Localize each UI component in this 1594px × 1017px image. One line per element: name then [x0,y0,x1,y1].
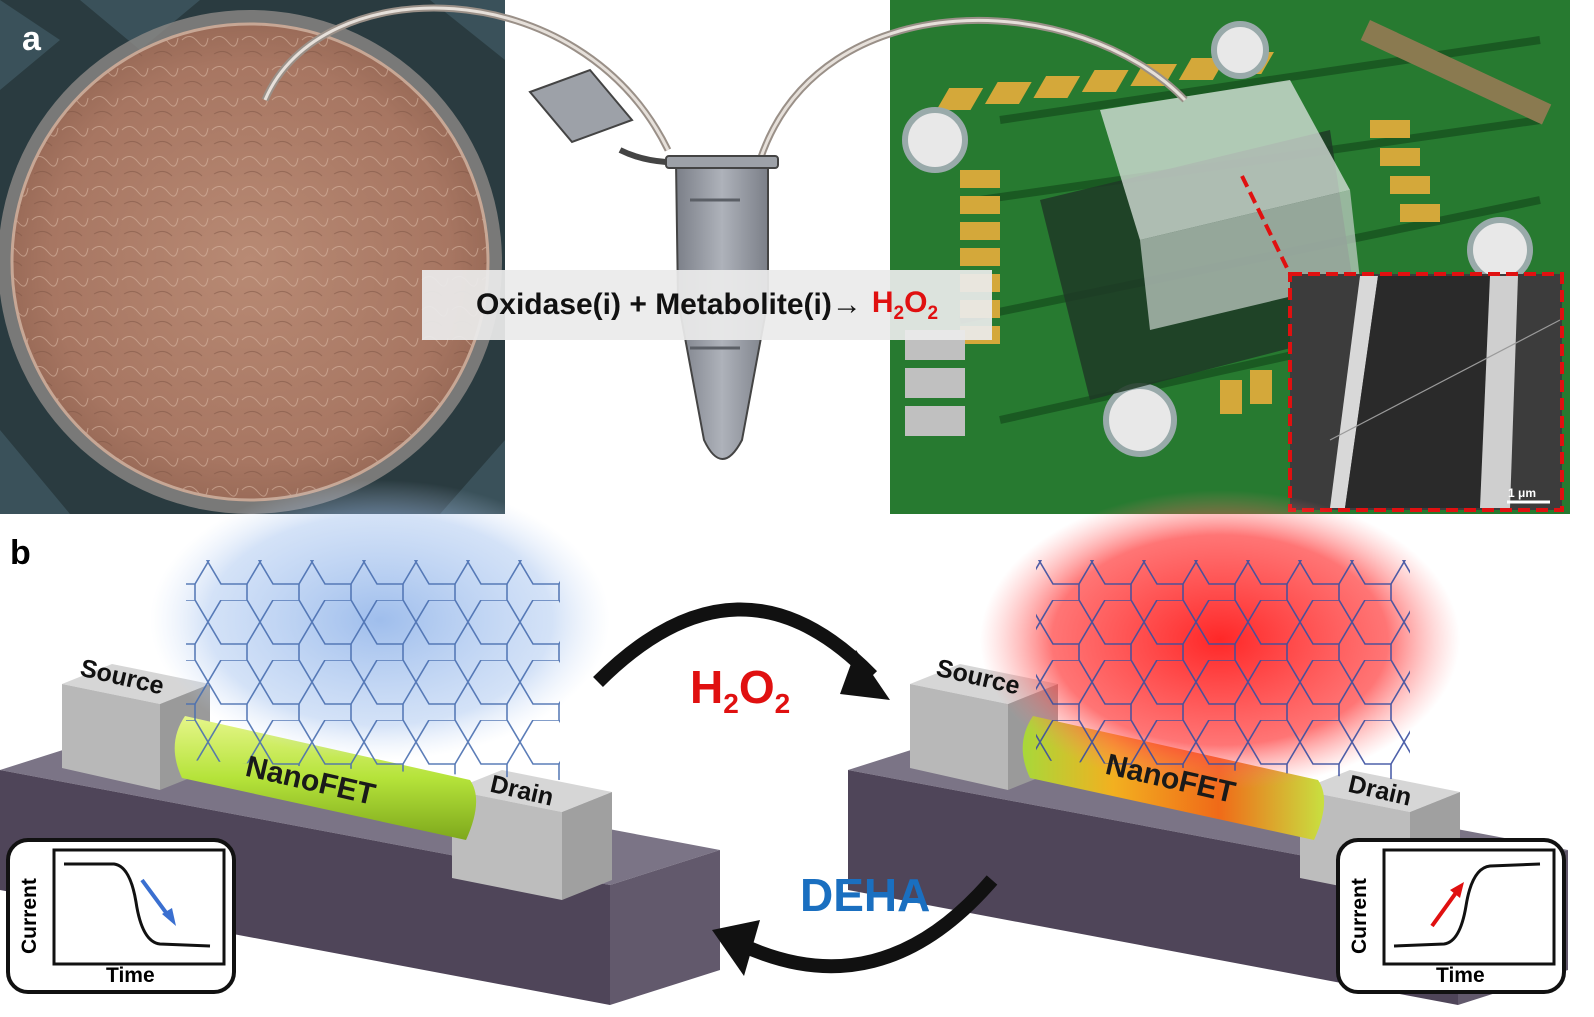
forward-arrow-icon [593,602,890,700]
reaction-equation: Oxidase(i) + Metabolite(i) → H2O2 [422,270,992,340]
down-arrow-icon [140,878,172,920]
inset-left-x-label: Time [106,964,155,987]
decreasing-curve [64,862,211,948]
oxidant-sub2: 2 [774,688,791,720]
device-left [0,480,720,1005]
oxidant-h: H [690,661,724,713]
sem-inset [1288,272,1564,512]
oxidant-label: H2O2 [690,660,790,720]
reaction-arrow-icon: → [831,288,862,321]
inset-right-x-label: Time [1436,964,1485,987]
chip-photo [890,0,1570,514]
increasing-curve [1393,862,1541,948]
product-sub2: 2 [927,302,939,324]
reaction-product: H2O2 [872,286,938,325]
oxidant-sub1: 2 [723,688,739,720]
panel-label-b: b [10,534,31,572]
up-arrow-icon [1430,888,1460,928]
reaction-reactants: Oxidase(i) + Metabolite(i) [475,288,832,321]
reductant-label: DEHA [800,869,931,921]
panel-label-a: a [22,20,41,58]
oxidized-graphene-icon [1036,560,1410,780]
oxidant-o: O [738,661,775,713]
current-time-inset-left: Current Time [6,838,236,994]
product-h: H [871,285,894,319]
inset-right-y-label: Current [1348,878,1371,954]
product-o: O [904,285,928,319]
petri-dish-photo [0,0,505,514]
reverse-arrow-icon [712,875,998,976]
sem-scale-bar-label: 1 μm [1508,486,1537,500]
product-sub1: 2 [893,302,905,324]
reduced-graphene-icon [186,560,560,780]
current-time-inset-right: Current Time [1336,838,1566,994]
inset-left-y-label: Current [18,878,41,954]
